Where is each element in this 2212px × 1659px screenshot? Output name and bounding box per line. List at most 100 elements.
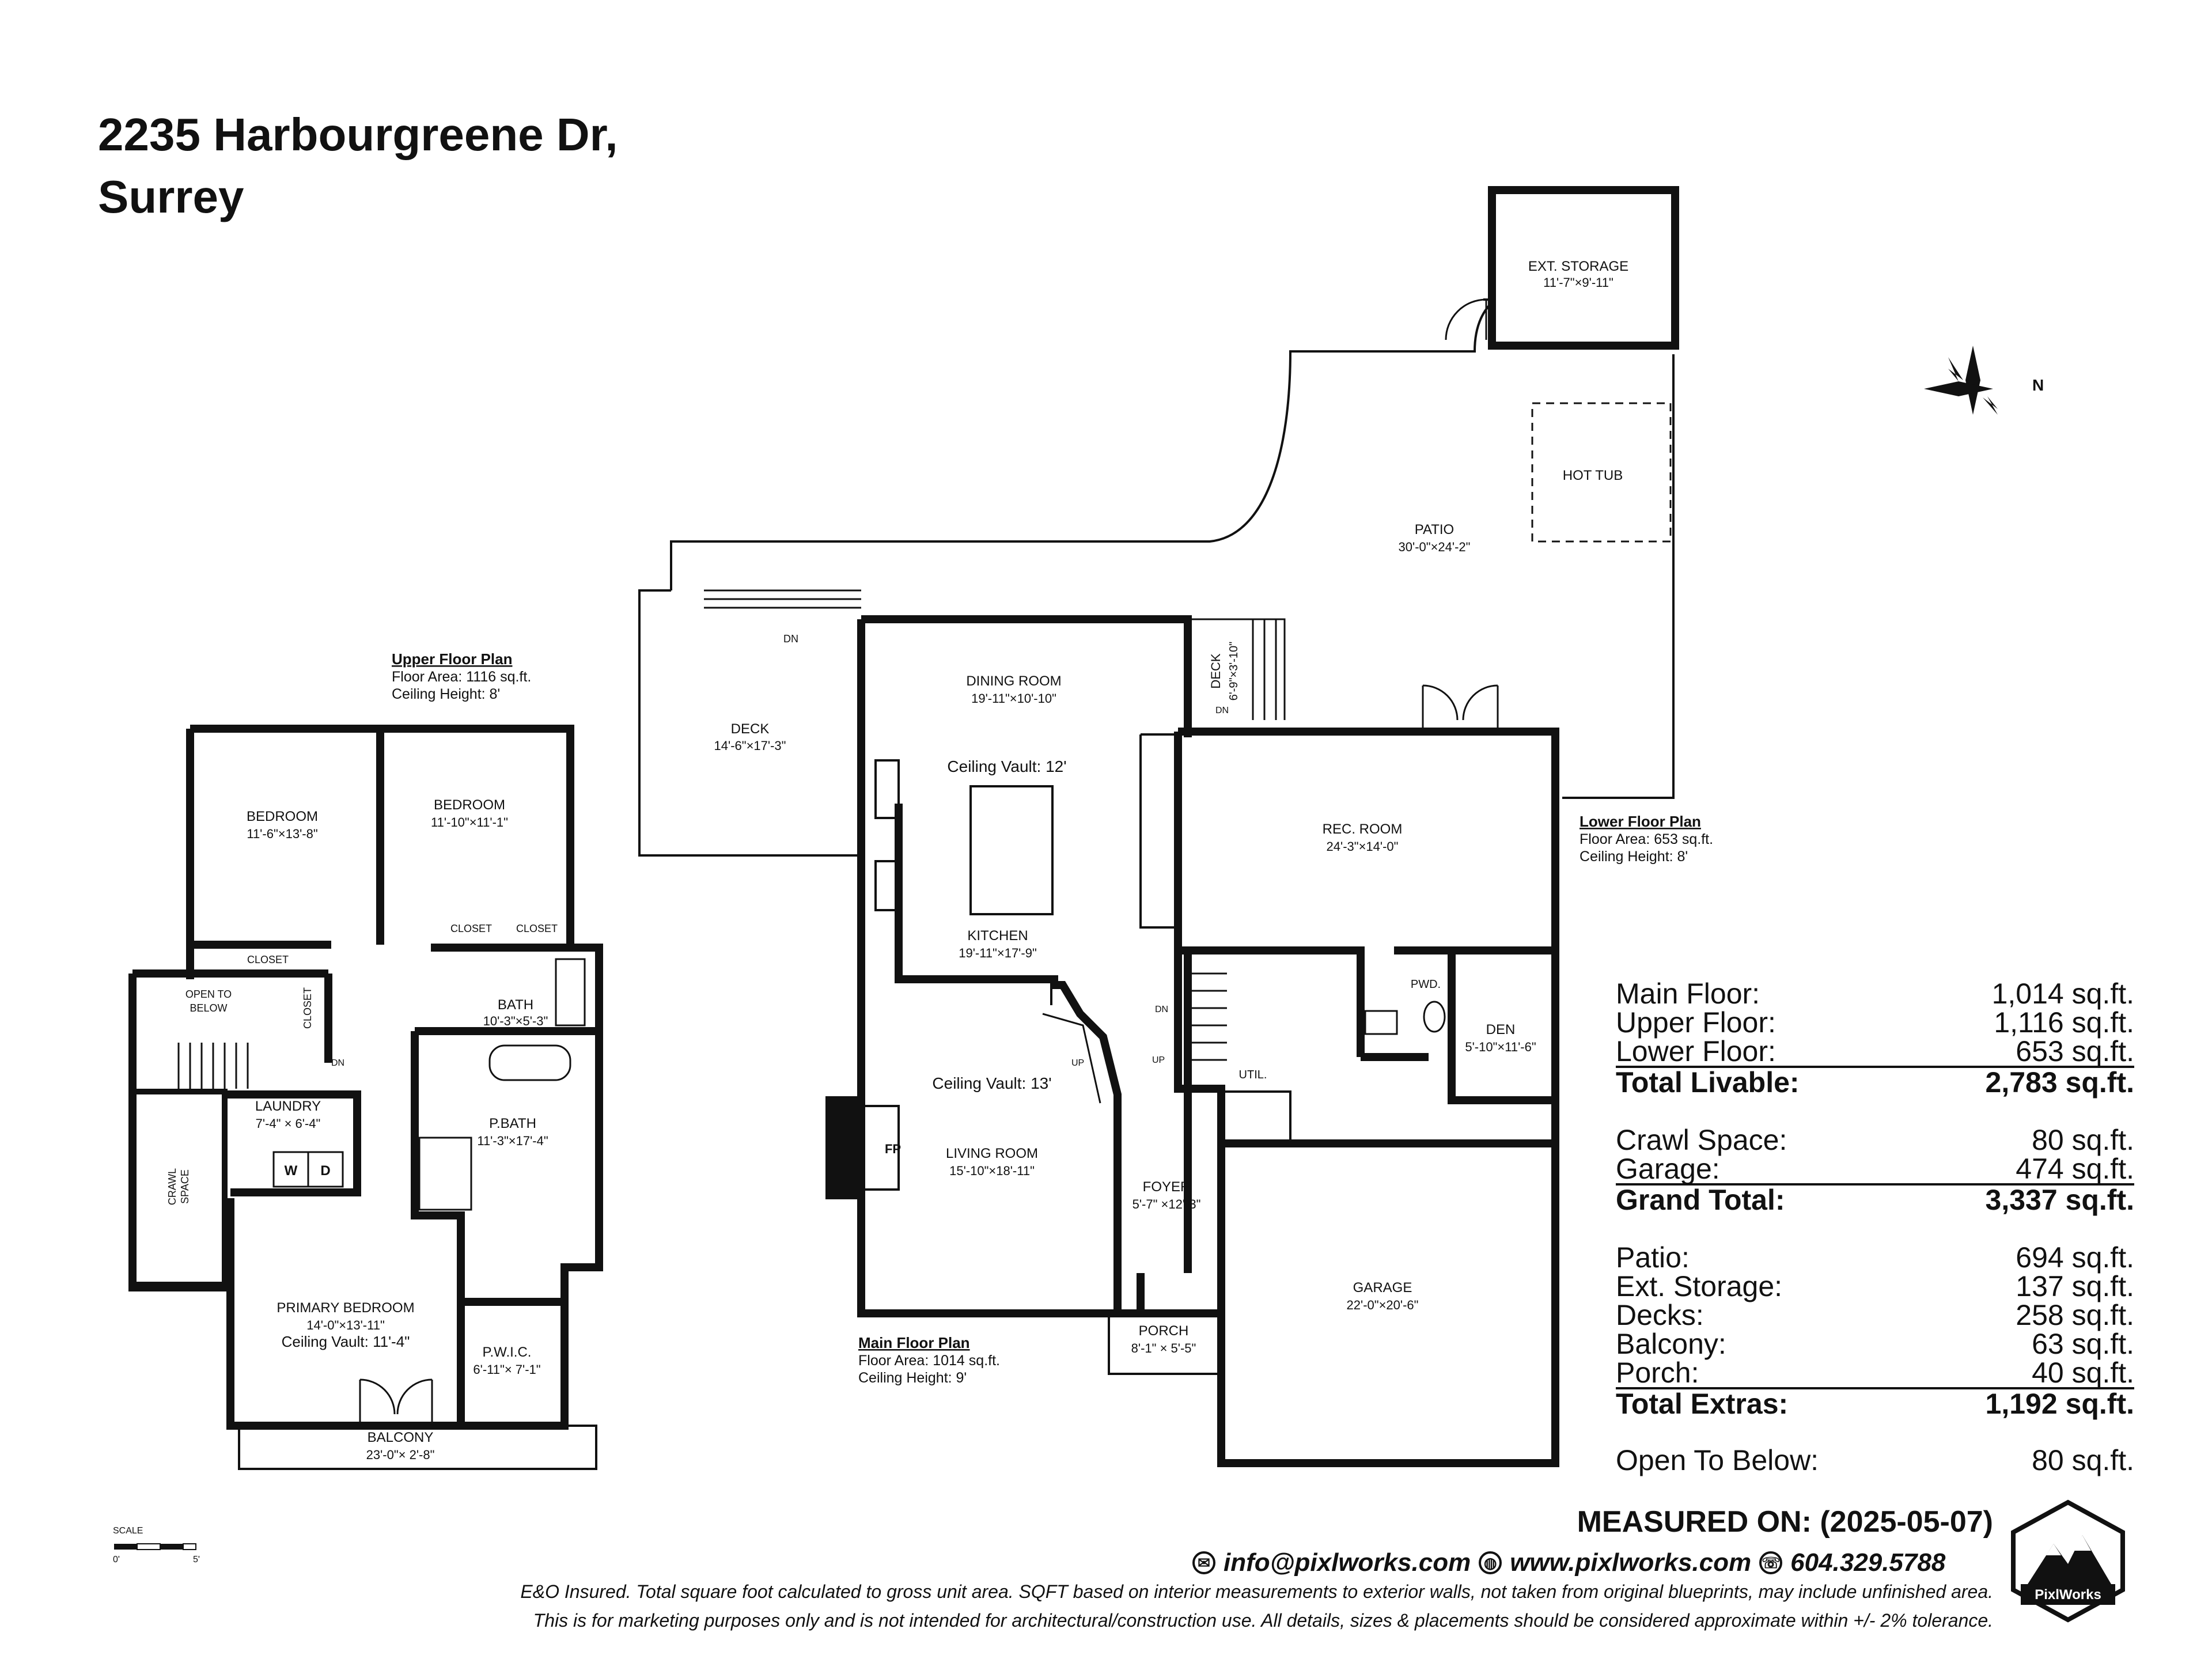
website-link[interactable]: www.pixlworks.com [1510,1548,1752,1577]
logo-text: PixlWorks [2035,1587,2101,1603]
primary-bedroom-label: PRIMARY BEDROOM [276,1300,414,1316]
deck-dim: 14'-6"×17'-3" [714,738,786,753]
stat-label: Upper Floor: [1616,1006,1776,1039]
primary-bedroom-dim: 14'-0"×13'-11" [306,1318,385,1332]
stat-value: 2,783 sq.ft. [1985,1066,2134,1099]
stat-value: 258 sq.ft. [2016,1299,2134,1331]
closet-label-2: CLOSET [450,923,492,934]
dryer-label: D [320,1163,330,1179]
laundry-label: LAUNDRY [255,1099,321,1114]
dn-mark-upper: DN [331,1058,344,1068]
globe-icon: ◍ [1479,1551,1502,1574]
bedroom-1-dim: 11'-6"×13'-8" [247,827,317,841]
kitchen-label: KITCHEN [967,928,1028,944]
stat-value: 80 sq.ft. [2032,1124,2134,1156]
stat-balcony: Balcony:63 sq.ft. [1616,1330,2134,1358]
primary-bedroom-vault: Ceiling Vault: 11'-4" [282,1333,410,1350]
area-summary: Main Floor:1,014 sq.ft. Upper Floor:1,11… [1616,979,2134,1475]
bath-dim: 10'-3"×5'-3" [483,1014,548,1028]
stat-value: 40 sq.ft. [2032,1357,2134,1389]
dryer-box [307,1151,344,1188]
stat-label: Grand Total: [1616,1184,1785,1216]
laundry-dim: 7'-4" × 6'-4" [256,1116,321,1131]
balcony-outline [238,1425,597,1470]
closet-label-3: CLOSET [516,923,558,934]
email-icon: ✉ [1192,1551,1215,1574]
email-link[interactable]: info@pixlworks.com [1224,1548,1471,1577]
scale-segment-1 [114,1544,137,1550]
stat-label: Patio: [1616,1241,1690,1274]
stair-rail-main [1042,1013,1101,1104]
scale-start: 0' [113,1555,120,1565]
stat-label: Total Livable: [1616,1066,1800,1099]
pwd-sink [1364,1010,1398,1035]
up-mark-lower: UP [1152,1055,1165,1065]
stat-value: 1,192 sq.ft. [1985,1388,2134,1420]
den-label: DEN [1486,1022,1516,1037]
bath-label: BATH [498,997,533,1013]
dn-mark-deck: DN [783,633,798,645]
stat-value: 474 sq.ft. [2016,1153,2134,1185]
disclaimer-line-2: This is for marketing purposes only and … [533,1610,1993,1631]
balcony-label: BALCONY [368,1430,434,1445]
ext-storage-door [1445,298,1487,340]
hot-tub-label: HOT TUB [1563,468,1623,483]
phone-number[interactable]: 604.329.5788 [1790,1548,1946,1577]
stat-grand-total: Grand Total: 3,337 sq.ft. [1616,1183,2134,1214]
main-floor-title: Main Floor Plan [858,1334,970,1351]
stat-label: Total Extras: [1616,1388,1789,1420]
stat-total-extras: Total Extras: 1,192 sq.ft. [1616,1387,2134,1418]
stat-value: 137 sq.ft. [2016,1270,2134,1302]
scale-label: SCALE [113,1526,143,1536]
stat-open-to-below: Open To Below: 80 sq.ft. [1616,1446,2134,1475]
upper-floor-height: Ceiling Height: 8' [392,686,500,702]
stat-value: 80 sq.ft. [2032,1444,2134,1476]
garage-label: GARAGE [1353,1280,1412,1296]
main-floor-height: Ceiling Height: 9' [858,1370,967,1386]
stat-label: Open To Below: [1616,1444,1819,1476]
living-vault-label: Ceiling Vault: 13' [932,1074,1051,1092]
pwic-label: P.W.I.C. [483,1344,532,1360]
stat-value: 1,014 sq.ft. [1991,978,2134,1010]
side-deck-dim: 6'-9"×3'-10" [1228,642,1240,700]
shower-primary [418,1137,472,1211]
living-room-label: LIVING ROOM [946,1146,1038,1161]
scale-segment-4 [183,1543,196,1550]
scale-segment-2 [137,1543,161,1550]
crawl-space-outline [130,1089,228,1287]
stat-decks: Decks:258 sq.ft. [1616,1301,2134,1330]
stat-value: 653 sq.ft. [2016,1035,2134,1067]
side-deck-railing [1188,618,1286,720]
patio-label: PATIO [1415,522,1454,537]
stat-garage: Garage: 474 sq.ft. [1616,1154,2134,1183]
scale-end: 5' [193,1555,200,1565]
disclaimer-line-1: E&O Insured. Total square foot calculate… [520,1581,1993,1602]
foyer-dim: 5'-7" ×12'-3" [1132,1197,1201,1211]
living-room-dim: 15'-10"×18'-11" [949,1164,1035,1178]
lower-floor-title: Lower Floor Plan [1580,813,1701,830]
scale-bar [114,1543,196,1550]
stat-patio: Patio:694 sq.ft. [1616,1243,2134,1272]
lower-stairs [1187,972,1227,1061]
upper-stairs [177,1043,249,1089]
primary-balcony-door [359,1378,433,1426]
bedroom-1-label: BEDROOM [247,809,318,824]
dining-room-dim: 19'-11"×10'-10" [971,691,1056,706]
upper-floor-walls [128,725,603,1430]
contact-line: ✉ info@pixlworks.com ◍ www.pixlworks.com… [1192,1548,1999,1577]
bedroom-2-dim: 11'-10"×11'-1" [431,815,508,830]
lower-floor-area: Floor Area: 653 sq.ft. [1580,831,1713,847]
fireplace [825,1096,865,1199]
measured-date: MEASURED ON: (2025-05-07) [1577,1505,1993,1539]
stat-value: 3,337 sq.ft. [1985,1184,2134,1216]
stat-label: Garage: [1616,1153,1720,1185]
crawl-space-line-1: CRAWL [166,1168,178,1205]
stat-label: Ext. Storage: [1616,1270,1783,1302]
open-to-below-line-2: BELOW [190,1002,227,1014]
hot-tub-outline [1531,402,1672,543]
deck-outline [638,589,861,857]
deck-railing [704,589,861,609]
north-label: N [2032,376,2044,394]
pwd-toilet [1423,1001,1446,1033]
rec-room-dim: 24'-3"×14'-0" [1327,839,1399,854]
